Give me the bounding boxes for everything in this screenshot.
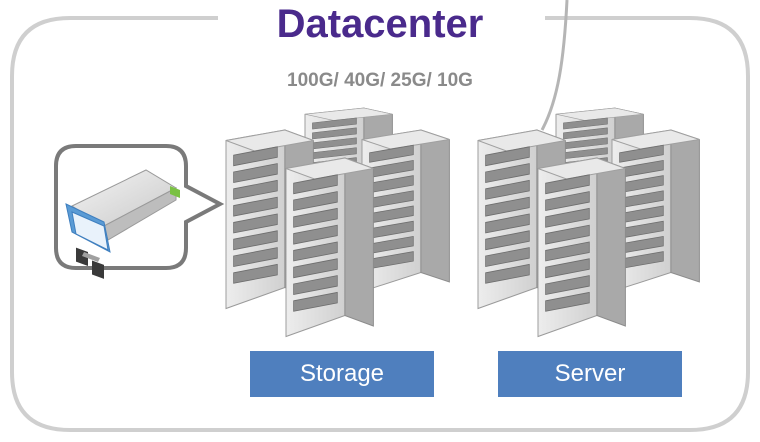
storage-rack-cluster [225, 107, 450, 338]
diagram-frame [10, 16, 750, 432]
server-rack-icon [361, 129, 450, 292]
server-rack-icon [285, 157, 374, 338]
storage-label: Storage [250, 351, 434, 397]
sfp-transceiver-icon [65, 169, 180, 279]
leader-line [540, 0, 569, 131]
server-label: Server [498, 351, 682, 397]
server-rack-icon [537, 157, 626, 338]
page-title: Datacenter [230, 0, 530, 50]
server-rack-cluster [477, 107, 700, 338]
speed-list: 100G/ 40G/ 25G/ 10G [287, 70, 473, 91]
